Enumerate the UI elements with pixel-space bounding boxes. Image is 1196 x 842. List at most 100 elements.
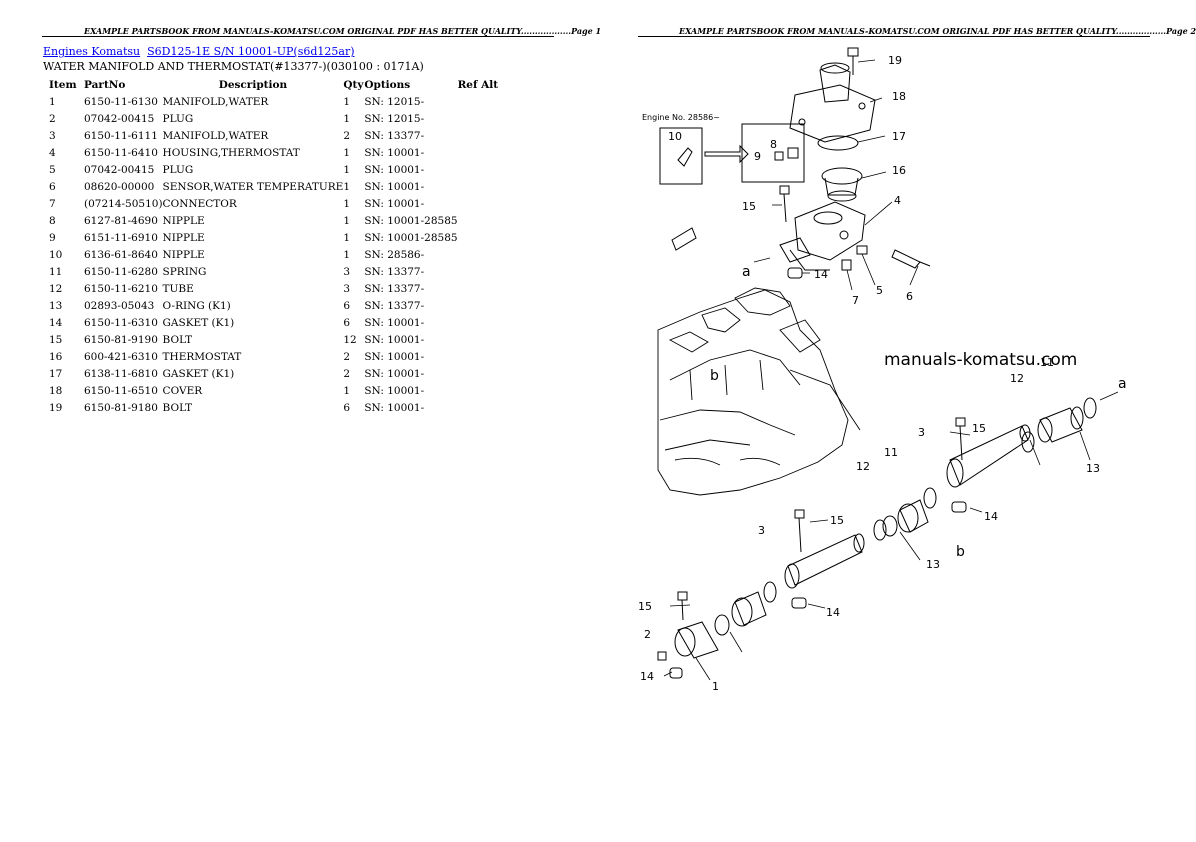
- callout-15-top: 15: [742, 200, 756, 213]
- callout-13-mid: 13: [926, 558, 940, 571]
- nipple-7: [841, 259, 852, 271]
- leader-lines: [663, 59, 1119, 681]
- callout-5: 5: [876, 284, 883, 297]
- cell-qty: 1: [343, 180, 351, 193]
- cell-options: SN: 12015-: [364, 112, 425, 125]
- cell-partno: 6150-11-6310: [84, 316, 158, 329]
- cell-item: 19: [49, 401, 63, 414]
- callout-a-right: a: [1118, 376, 1127, 392]
- col-qty: Qty: [343, 78, 364, 91]
- cell-item: 16: [49, 350, 63, 363]
- cell-options: SN: 10001-: [364, 384, 425, 397]
- cell-qty: 6: [343, 401, 351, 414]
- callout-9: 9: [754, 150, 761, 163]
- cell-refalt: [458, 365, 518, 382]
- cell-description: PLUG: [162, 163, 194, 176]
- callout-1: 1: [712, 680, 719, 693]
- callout-8: 8: [770, 138, 777, 151]
- cell-options: SN: 10001-: [364, 401, 425, 414]
- callout-7: 7: [852, 294, 859, 307]
- cell-item: 10: [49, 248, 63, 261]
- cell-qty: 2: [343, 367, 351, 380]
- page1-header: EXAMPLE PARTSBOOK FROM MANUALS-KOMATSU.C…: [84, 26, 602, 36]
- cell-refalt: [458, 399, 518, 416]
- cell-partno: 02893-05043: [84, 299, 155, 312]
- cell-description: SPRING: [162, 265, 207, 278]
- callout-16: 16: [892, 164, 906, 177]
- cell-partno: 6150-11-6410: [84, 146, 158, 159]
- cell-refalt: [458, 127, 518, 144]
- cell-options: SN: 10001-: [364, 350, 425, 363]
- parts-diagram: 19 18 17 16 4 6 5 7 14 15 8 9 10 a b 12 …: [638, 47, 1127, 693]
- cell-qty: 1: [343, 384, 351, 397]
- cell-item: 5: [49, 163, 56, 176]
- cell-partno: 6150-11-6210: [84, 282, 158, 295]
- callout-14-low: 14: [826, 606, 840, 619]
- cell-item: 13: [49, 299, 63, 312]
- cell-item: 14: [49, 316, 63, 329]
- manifold-1: [657, 621, 719, 679]
- cell-qty: 1: [343, 163, 351, 176]
- cell-item: 4: [49, 146, 56, 159]
- cell-partno: 6150-11-6280: [84, 265, 158, 278]
- cell-options: SN: 10001-: [364, 197, 425, 210]
- breadcrumb-link-model[interactable]: S6D125-1E S/N 10001-UP(s6d125ar): [147, 45, 355, 58]
- cell-qty: 2: [343, 350, 351, 363]
- callout-14-mid: 14: [984, 510, 998, 523]
- parts-table: Item PartNo Description Qty Options Ref …: [42, 76, 518, 416]
- cell-item: 15: [49, 333, 63, 346]
- cell-partno: 6127-81-4690: [84, 214, 158, 227]
- cell-refalt: [458, 178, 518, 195]
- housing-4: [779, 201, 866, 271]
- cell-partno: 6150-81-9190: [84, 333, 158, 346]
- inset-nipple-10: [659, 127, 703, 185]
- callout-b-block: b: [710, 368, 719, 384]
- col-partno: PartNo: [84, 78, 126, 91]
- watermark: manuals-komatsu.com: [884, 350, 1078, 370]
- cell-options: SN: 10001-: [364, 146, 425, 159]
- callout-11-upper: 11: [1040, 356, 1054, 369]
- breadcrumb: Engines Komatsu S6D125-1E S/N 10001-UP(s…: [43, 45, 355, 58]
- page2-header-rule: [638, 36, 1150, 37]
- cell-refalt: [458, 110, 518, 127]
- cell-partno: 6138-11-6810: [84, 367, 158, 380]
- gasket-14-mid: [951, 501, 967, 513]
- cell-qty: 6: [343, 316, 351, 329]
- callout-12-mid: 12: [856, 460, 870, 473]
- gasket-14-top: [787, 267, 803, 279]
- cell-item: 11: [49, 265, 63, 278]
- section-title: WATER MANIFOLD AND THERMOSTAT(#13377-)(0…: [43, 60, 424, 73]
- cell-partno: 08620-00000: [84, 180, 155, 193]
- inset-nipple-detail: [704, 123, 805, 183]
- cell-description: BOLT: [162, 401, 193, 414]
- cell-refalt: [458, 280, 518, 297]
- callout-10: 10: [668, 130, 682, 143]
- cell-item: 1: [49, 95, 56, 108]
- cell-description: O-RING (K1): [162, 299, 231, 312]
- plug-5: [856, 245, 868, 255]
- callout-4: 4: [894, 194, 901, 207]
- cell-description: THERMOSTAT: [162, 350, 242, 363]
- callout-3-lower: 3: [758, 524, 765, 537]
- cell-description: PLUG: [162, 112, 194, 125]
- cell-refalt: [458, 229, 518, 246]
- cell-item: 8: [49, 214, 56, 227]
- cell-item: 12: [49, 282, 63, 295]
- thermostat-16: [821, 167, 863, 202]
- cell-description: GASKET (K1): [162, 367, 235, 380]
- cell-refalt: [458, 348, 518, 365]
- cell-qty: 1: [343, 146, 351, 159]
- breadcrumb-link-engines[interactable]: Engines Komatsu: [43, 45, 141, 58]
- cell-description: HOUSING,THERMOSTAT: [162, 146, 300, 159]
- col-options: Options: [364, 78, 411, 91]
